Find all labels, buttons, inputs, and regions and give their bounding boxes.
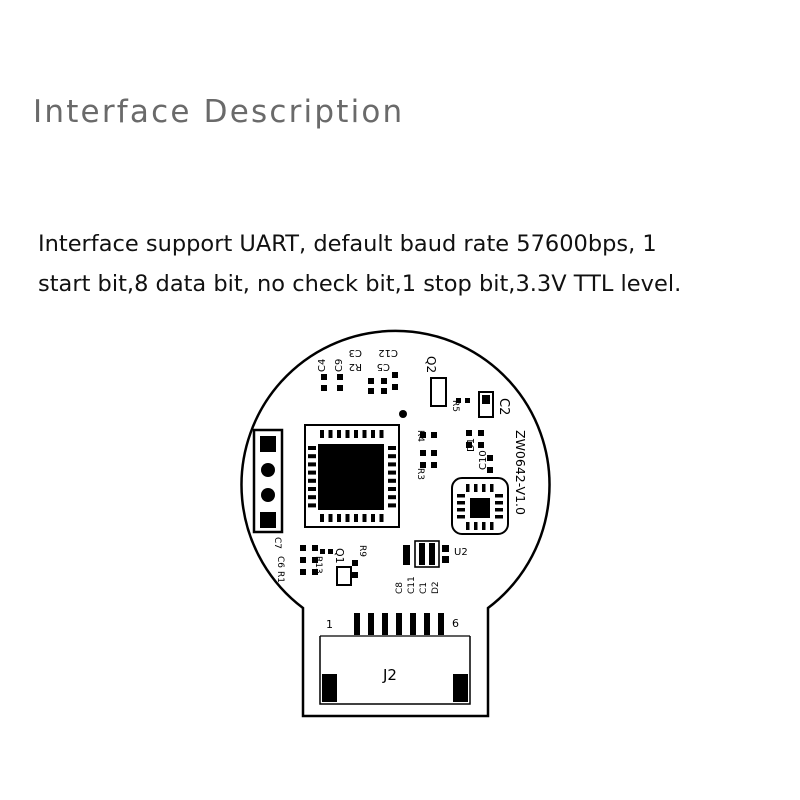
label-c8: C8: [395, 582, 405, 594]
ic-pin: [308, 495, 316, 500]
ic-pin: [495, 508, 503, 512]
ic-pin: [308, 446, 316, 450]
ic-pin: [457, 494, 465, 498]
label-r4: R4: [415, 430, 425, 442]
q1-body: [336, 566, 352, 586]
ic-pin: [345, 430, 350, 438]
main-ic: [304, 424, 400, 528]
label-r1: R1: [275, 571, 285, 583]
pin-1-marker: [399, 410, 407, 418]
ic-pin: [308, 503, 316, 508]
label-c9: C9: [334, 359, 345, 372]
label-q1: Q1: [333, 548, 346, 564]
label-c3: C3: [349, 347, 362, 358]
ic-pin: [379, 430, 384, 438]
ic-pin: [371, 430, 375, 438]
connector-pins: [354, 613, 444, 635]
smd-pads: [300, 372, 493, 578]
ic-pin: [379, 514, 384, 522]
q2-body: [430, 377, 447, 407]
section-heading: Interface Description: [33, 94, 405, 130]
ic-pin: [337, 514, 341, 522]
label-d1: D1: [466, 438, 477, 452]
ic-pin: [388, 495, 396, 500]
ic-pin: [388, 503, 396, 508]
label-r13: R13: [313, 556, 323, 574]
ic-pin: [388, 487, 396, 491]
ic-pin: [457, 508, 465, 512]
label-u2: U2: [454, 547, 468, 558]
description-line-2: start bit,8 data bit, no check bit,1 sto…: [38, 271, 682, 297]
ic-pin: [320, 514, 324, 522]
label-c1: C1: [419, 582, 429, 594]
ic-pin: [388, 454, 396, 459]
label-c5: C5: [377, 361, 390, 372]
label-r9: R9: [357, 545, 367, 557]
ic-pin: [388, 478, 396, 483]
ic-pin: [308, 470, 316, 475]
connector-label: J2: [382, 666, 397, 684]
mount-pad-right: [453, 674, 468, 702]
pin-6-label: 6: [452, 617, 459, 630]
ic-pin: [495, 501, 503, 505]
connector-panel: [319, 636, 471, 705]
ic-pin: [371, 514, 375, 522]
ic-pin: [388, 446, 396, 450]
silkscreen-labels: C4 C9 C3 R2 C12 C5 Q2 R5 C2 R4 R3 D1 C10…: [272, 347, 528, 594]
label-r2: R2: [349, 361, 362, 372]
ic-pin: [474, 522, 478, 530]
ic-pin: [362, 430, 367, 438]
ic-pin: [457, 515, 465, 519]
c2-body: [478, 391, 494, 418]
ic-pin: [466, 522, 470, 530]
ic-pin: [482, 484, 486, 492]
mount-pad-left: [322, 674, 337, 702]
ic-pin: [308, 462, 316, 467]
pin-header: [252, 428, 284, 534]
label-c10: C10: [478, 450, 489, 470]
ic-pin: [354, 430, 358, 438]
ic-pin: [482, 522, 486, 530]
label-d2: D2: [431, 581, 441, 594]
ic-pin: [457, 501, 465, 505]
label-model: ZW0642-V1.0: [513, 430, 528, 515]
ic-pin: [308, 487, 316, 491]
label-c2: C2: [496, 398, 511, 415]
sensor-ic: [451, 477, 509, 535]
ic-pin: [466, 484, 470, 492]
ic-pin: [495, 515, 503, 519]
label-r5: R5: [450, 400, 460, 412]
ic-pin: [328, 514, 333, 522]
ic-pin: [328, 430, 333, 438]
ic-pin: [320, 430, 324, 438]
pin-1-label: 1: [326, 618, 333, 631]
label-c7: C7: [272, 537, 282, 549]
label-c6: C6: [275, 556, 285, 568]
ic-pin: [308, 478, 316, 483]
description-line-1: Interface support UART, default baud rat…: [38, 231, 657, 257]
label-r3: R3: [415, 468, 425, 480]
ic-pin: [345, 514, 350, 522]
ic-pin: [474, 484, 478, 492]
label-c11: C11: [407, 576, 417, 594]
ic-pin: [308, 454, 316, 459]
label-c12: C12: [378, 347, 398, 358]
ic-pin: [362, 514, 367, 522]
ic-pin: [490, 522, 494, 530]
label-c4: C4: [317, 359, 328, 372]
ic-pin: [490, 484, 494, 492]
ic-pin: [337, 430, 341, 438]
ic-pin: [495, 494, 503, 498]
label-q2: Q2: [424, 356, 438, 373]
ic-pin: [388, 470, 396, 475]
interface-description: Interface support UART, default baud rat…: [38, 224, 778, 304]
board-outline: [240, 329, 551, 718]
ic-pin: [388, 462, 396, 467]
ic-pin: [354, 514, 358, 522]
